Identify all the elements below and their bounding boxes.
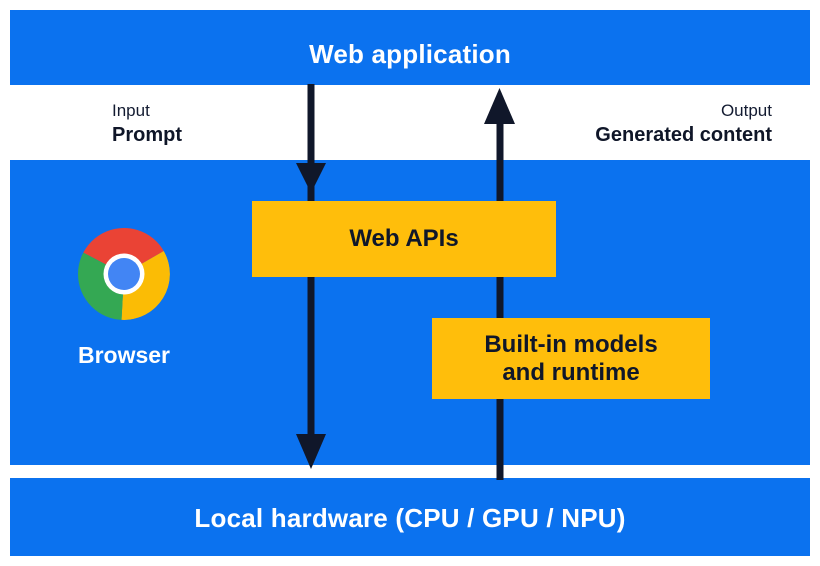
chrome-logo-icon [78,228,170,320]
web-apis-box: Web APIs [252,201,556,277]
local-hardware-label: Local hardware (CPU / GPU / NPU) [194,503,626,533]
browser-label: Browser [77,342,171,368]
input-value-label: Prompt [112,123,182,146]
output-flow-label: Output Generated content [595,100,772,148]
layer-web-application: Web application [10,10,810,85]
layer-local-hardware: Local hardware (CPU / GPU / NPU) [10,478,810,556]
input-kind-label: Input [112,101,150,120]
output-kind-label: Output [720,101,772,120]
builtin-models-box: Built-in models and runtime [432,318,710,399]
web-apis-label: Web APIs [349,225,459,252]
arrow-up-icon [477,86,523,480]
input-flow-label: Input Prompt [112,100,182,148]
builtin-models-label-line2: and runtime [502,358,640,386]
web-application-label: Web application [309,39,511,69]
output-value-label: Generated content [595,123,772,146]
builtin-models-label-line1: Built-in models [484,330,658,358]
arrow-down-icon [288,84,334,470]
